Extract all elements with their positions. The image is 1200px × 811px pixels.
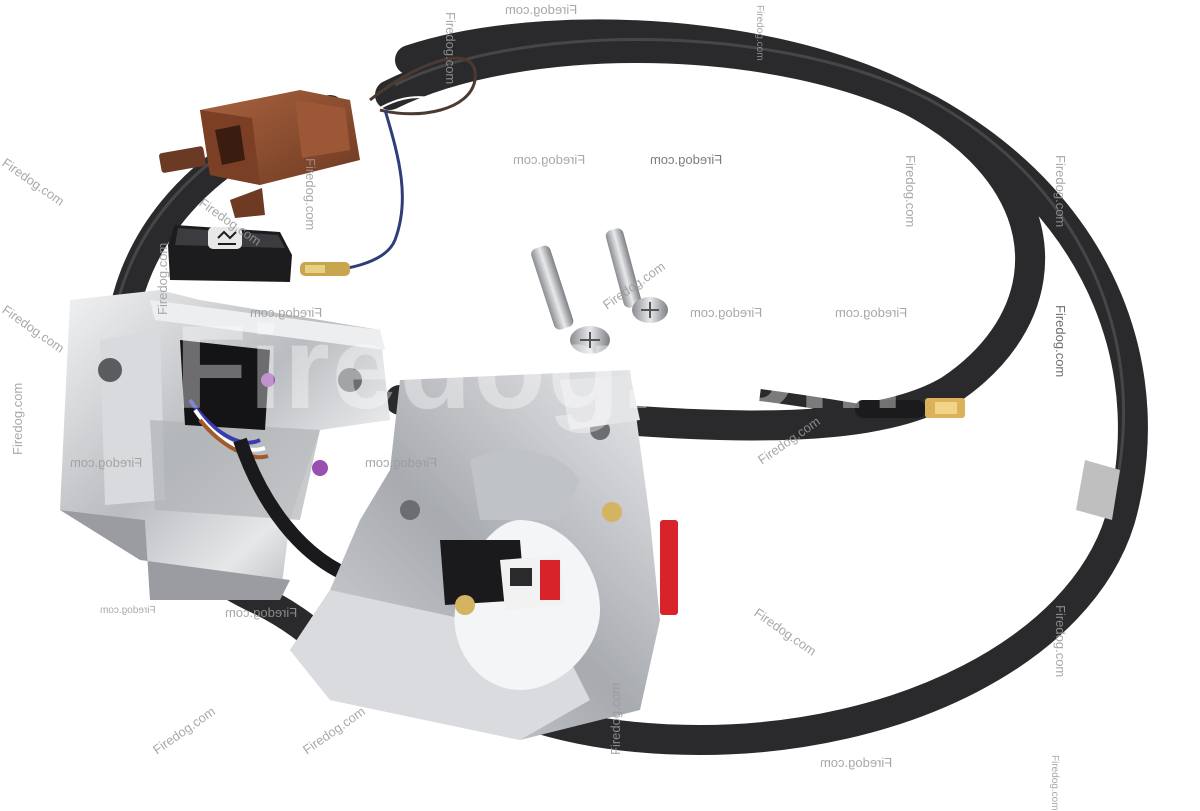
headlight-flash-icon xyxy=(208,227,242,249)
cable-tape-band xyxy=(1076,460,1120,520)
wire-connector xyxy=(159,90,360,218)
mounting-screw-2 xyxy=(605,228,668,323)
headlight-flash-button xyxy=(168,225,292,282)
switch-housing-lower xyxy=(261,370,660,740)
red-kill-switch xyxy=(540,520,678,615)
terminal-lead xyxy=(759,389,965,418)
mounting-screw-1 xyxy=(531,245,610,354)
ring-terminal xyxy=(300,262,350,276)
